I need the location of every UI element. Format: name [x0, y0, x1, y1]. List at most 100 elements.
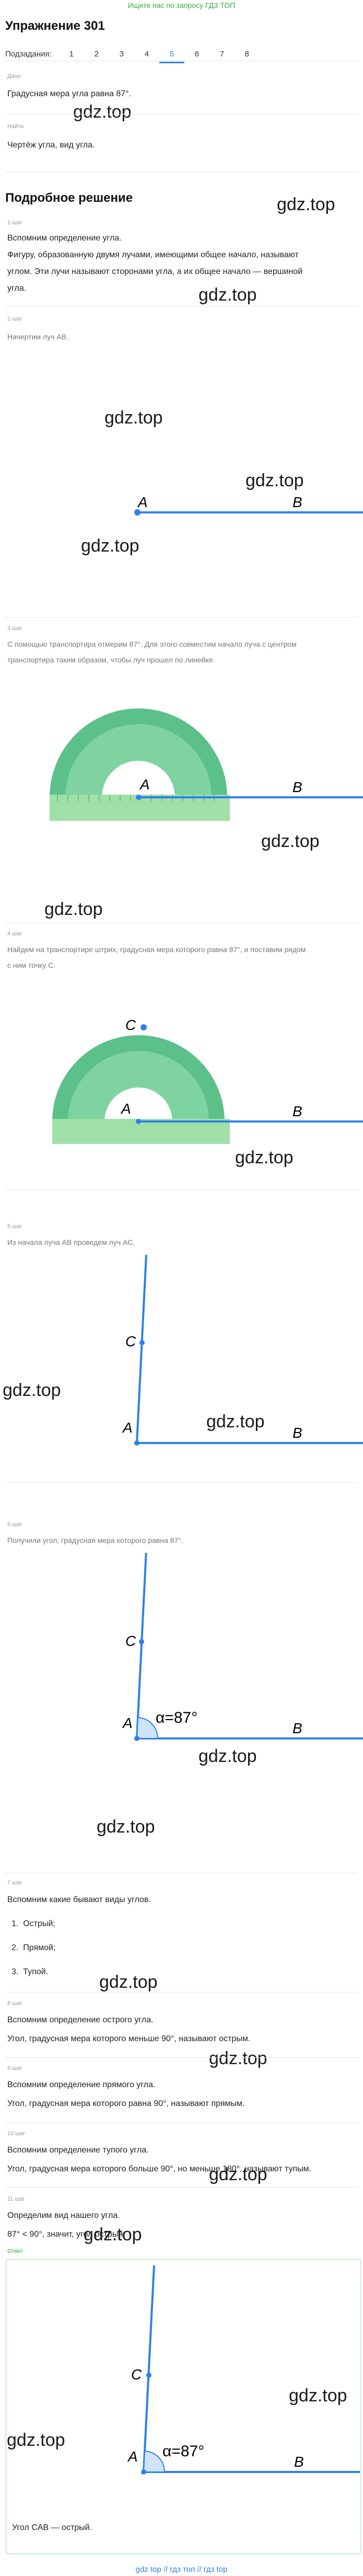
- label-a: A: [122, 1715, 133, 1731]
- label-b: B: [292, 1103, 302, 1119]
- watermark: gdz.top: [245, 471, 304, 490]
- step-4-line: Найдем на транспортире штрих, градусная …: [7, 945, 306, 954]
- list-text: Острый;: [23, 1919, 55, 1928]
- protractor-scale: [65, 724, 212, 797]
- divider: [5, 1482, 358, 1483]
- subtask-4[interactable]: 4: [144, 50, 149, 59]
- step-1-line: угла.: [7, 284, 27, 293]
- step-6-tag: 6 шаг: [7, 1521, 22, 1528]
- step-10-line: Вспомним определение тупого угла.: [7, 2146, 149, 2155]
- watermark: gdz.top: [84, 2225, 142, 2245]
- watermark: gdz.top: [99, 1972, 158, 1992]
- footer-links[interactable]: gdz top // гдз топ // гдз top: [135, 2565, 228, 2574]
- ad-link[interactable]: Ищите нас по запросу ГДЗ ТОП: [127, 1, 236, 9]
- find-tag: Найти: [7, 123, 24, 130]
- step-4-tag: 4 шаг: [7, 931, 22, 937]
- list-item: 2. Прямой;: [11, 1942, 361, 1955]
- watermark: gdz.top: [198, 1746, 257, 1766]
- step-3-line: С помощью транспортира отмерим 87°. Для …: [7, 640, 297, 648]
- exercise-title: Упражнение 301: [5, 19, 105, 33]
- label-a: A: [122, 1419, 133, 1436]
- subtask-2[interactable]: 2: [94, 50, 99, 59]
- protractor-center: [102, 761, 175, 797]
- point-a: [136, 795, 141, 800]
- watermark: gdz.top: [198, 285, 257, 305]
- step-1-line: Фигуру, образованную двумя лучами, имеющ…: [7, 250, 299, 259]
- label-c: C: [125, 1333, 136, 1349]
- answer-text: Угол CAB — острый.: [12, 2523, 92, 2532]
- step-3-line: транспортира таким образом, чтобы луч пр…: [7, 656, 215, 664]
- watermark: gdz.top: [44, 899, 103, 919]
- answer-figure: C A α=87° B: [127, 2265, 360, 2475]
- list-number: 3.: [11, 1967, 19, 1976]
- label-a: A: [120, 1101, 131, 1117]
- subtasks-nav: Подзадания: 1 2 3 4 5 6 7 8: [5, 45, 260, 63]
- watermark: gdz.top: [81, 536, 139, 556]
- subtask-6[interactable]: 6: [194, 50, 199, 59]
- step-11-tag: 11 шаг: [7, 2196, 25, 2202]
- subtasks-label: Подзадания:: [5, 50, 52, 59]
- protractor-point-c-figure: C A B: [52, 1017, 363, 1144]
- angle-arc: [136, 1716, 159, 1739]
- point-a: [134, 1736, 139, 1741]
- answer-tag: Ответ: [7, 2248, 24, 2254]
- label-b: B: [292, 1425, 302, 1441]
- step-1-tag: 1 шаг: [7, 220, 22, 226]
- step-10-tag: 10 шаг: [7, 2131, 26, 2137]
- step-1-line: Вспомним определение угла.: [7, 234, 122, 243]
- step-5-text: Из начала луча AB проведем луч AC.: [7, 1238, 135, 1246]
- label-c: C: [125, 1633, 136, 1649]
- watermark: gdz.top: [3, 1380, 61, 1400]
- label-b: B: [294, 2454, 304, 2470]
- ray-ac: [136, 1255, 148, 1444]
- point-c: [139, 1340, 145, 1345]
- ray-ab-figure: A B: [134, 494, 363, 516]
- subtask-1[interactable]: 1: [69, 50, 74, 59]
- protractor-figure: A B: [50, 708, 363, 821]
- watermark: gdz.top: [261, 831, 320, 851]
- step-8-line: Вспомним определение острого угла.: [7, 2016, 154, 2024]
- step-1-line: углом. Эти лучи называют сторонами угла,…: [7, 267, 303, 276]
- watermark: gdz.top: [97, 1817, 155, 1837]
- step-9-line: Угол, градусная мера которого равна 90°,…: [7, 2099, 245, 2108]
- protractor-center: [104, 1087, 172, 1121]
- step-9-tag: 9 шаг: [7, 2065, 22, 2071]
- angle-cab-figure: C A B: [122, 1255, 363, 1446]
- label-c: C: [131, 2366, 142, 2383]
- angle-label: α=87°: [156, 1709, 197, 1726]
- find-text: Чертёж угла, вид угла.: [7, 141, 95, 150]
- given-tag: Дано: [7, 73, 21, 79]
- angle-87-figure: C A α=87° B: [122, 1553, 363, 1741]
- list-text: Тупой.: [23, 1967, 49, 1976]
- solution-title: Подробное решение: [5, 191, 133, 205]
- divider: [5, 1992, 358, 1993]
- watermark: gdz.top: [289, 2386, 347, 2406]
- label-a: A: [137, 494, 148, 510]
- angle-label: α=87°: [162, 2443, 204, 2460]
- list-number: 1.: [11, 1919, 19, 1928]
- watermark: gdz.top: [277, 194, 335, 214]
- answer-box: C A α=87° B gdz.top gdz.top Угол CAB — о…: [5, 2259, 361, 2555]
- subtask-5-active[interactable]: 5: [159, 50, 184, 63]
- watermark: gdz.top: [7, 2430, 65, 2450]
- list-number: 2.: [11, 1943, 19, 1952]
- watermark: gdz.top: [209, 2048, 267, 2068]
- divider: [5, 114, 358, 115]
- subtask-3[interactable]: 3: [119, 50, 124, 59]
- ray-ac: [136, 1553, 147, 1739]
- step-8-tag: 8 шаг: [7, 2000, 22, 2007]
- step-7-tag: 7 шаг: [7, 1880, 22, 1886]
- step-2-text: Начертим луч AB.: [7, 333, 68, 341]
- watermark: gdz.top: [104, 408, 163, 428]
- step-11-line: Определим вид нашего угла.: [7, 2211, 120, 2220]
- step-7-text: Вспомним какие бывают виды углов.: [7, 1895, 151, 1904]
- label-a: A: [127, 2448, 138, 2465]
- step-6-text: Получили угол, градусная мера которого р…: [7, 1536, 183, 1544]
- subtask-7[interactable]: 7: [219, 50, 224, 59]
- point-c: [140, 1024, 147, 1031]
- subtask-8[interactable]: 8: [244, 50, 249, 59]
- given-text: Градусная мера угла равна 87°.: [7, 89, 131, 98]
- step-2-tag: 2 шаг: [7, 316, 22, 322]
- step-10-line: Угол, градусная мера которого больше 90°…: [7, 2165, 312, 2173]
- ray-ac: [143, 2265, 155, 2472]
